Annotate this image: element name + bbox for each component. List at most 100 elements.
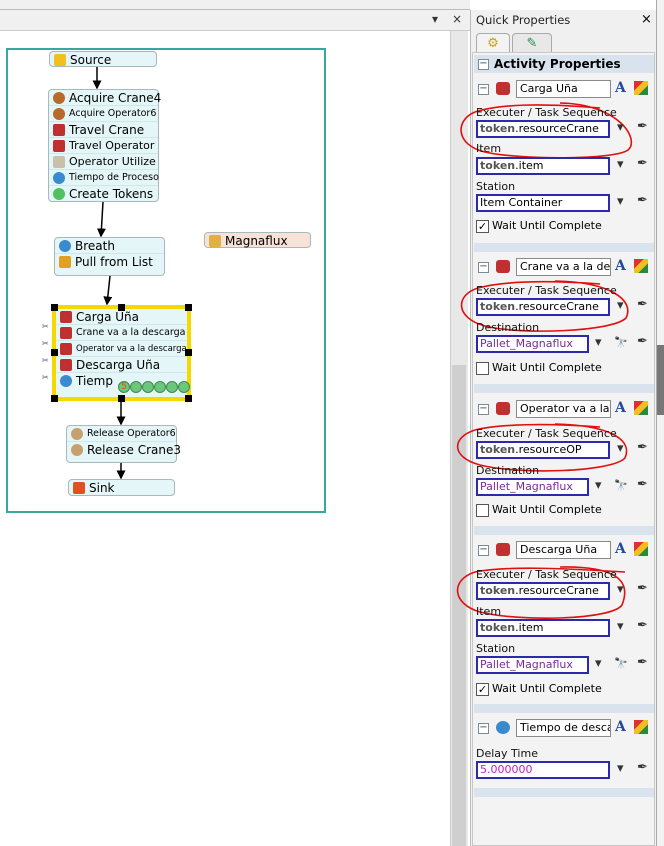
activity-breath[interactable]: Breath <box>55 238 164 254</box>
activity-operator-utilize[interactable]: Operator Utilize <box>49 154 158 170</box>
activity-operator-descarga[interactable]: Operator va a la descarga <box>56 341 187 357</box>
activity-release-operator[interactable]: Release Operator6 <box>67 426 176 442</box>
wait-checkbox[interactable]: ✓ <box>476 220 489 233</box>
font-icon[interactable]: A <box>615 258 626 274</box>
collapse-icon[interactable]: − <box>478 83 489 95</box>
wait-checkbox[interactable]: ✓ <box>476 683 489 696</box>
dropdown-arrow-icon[interactable]: ▾ <box>595 656 602 671</box>
font-icon[interactable]: A <box>615 541 626 557</box>
breath-block[interactable]: Breath Pull from List <box>54 237 165 276</box>
right-scrollbar[interactable] <box>656 0 664 846</box>
scissors-icon[interactable]: ✂ <box>42 339 49 348</box>
activity-descarga-una[interactable]: Descarga Uña <box>56 357 187 373</box>
activity-tiempo-descarga[interactable]: Tiemp <box>56 373 187 389</box>
dropdown-arrow-icon[interactable]: ▾ <box>595 335 602 350</box>
wait-checkbox[interactable] <box>476 504 489 517</box>
field-input[interactable]: token.resourceOP <box>476 441 610 459</box>
eyedropper-icon[interactable]: ✒ <box>637 618 648 633</box>
travel-icon <box>60 326 72 339</box>
activity-acquire-operator[interactable]: Acquire Operator6 <box>49 106 158 122</box>
dropdown-arrow-icon[interactable]: ▾ <box>617 761 624 776</box>
canvas-scrollbar-thumb[interactable] <box>452 365 466 846</box>
field-input[interactable]: token.resourceCrane <box>476 582 610 600</box>
activity-name-field[interactable]: Carga Uña <box>516 80 611 98</box>
eyedropper-icon[interactable]: ✒ <box>637 156 648 171</box>
font-icon[interactable]: A <box>615 400 626 416</box>
eyedropper-icon[interactable]: ✒ <box>637 655 648 670</box>
tab-properties[interactable]: ⚙ <box>476 33 510 53</box>
eyedropper-icon[interactable]: ✒ <box>637 760 648 775</box>
eyedropper-icon[interactable]: ✒ <box>637 334 648 349</box>
font-icon[interactable]: A <box>615 80 626 96</box>
field-input[interactable]: token.item <box>476 157 610 175</box>
travel-icon <box>53 123 65 136</box>
dropdown-arrow-icon[interactable]: ▾ <box>617 619 624 634</box>
activity-release-crane[interactable]: Release Crane3 <box>67 442 181 458</box>
dropdown-arrow-icon[interactable]: ▾ <box>617 157 624 172</box>
collapse-icon[interactable]: − <box>478 544 489 556</box>
scissors-icon[interactable]: ✂ <box>42 373 49 382</box>
dropdown-arrow-icon[interactable]: ▾ <box>617 194 624 209</box>
collapse-icon[interactable]: − <box>478 58 489 70</box>
chart-icon[interactable] <box>634 401 648 415</box>
activity-create-tokens[interactable]: Create Tokens <box>49 186 158 202</box>
field-input[interactable]: Pallet_Magnaflux <box>476 478 589 496</box>
activity-properties-header[interactable]: Activity Properties <box>474 55 654 73</box>
acquire-block[interactable]: Acquire Crane4 Acquire Operator6 Travel … <box>48 89 161 202</box>
activity-travel-operator[interactable]: Travel Operator <box>49 138 158 154</box>
activity-crane-descarga[interactable]: Crane va a la descarga <box>56 325 187 341</box>
magnaflux-node[interactable]: Magnaflux <box>204 232 311 248</box>
activity-tiempo-proceso[interactable]: Tiempo de Proceso <box>49 170 159 186</box>
eyedropper-icon[interactable]: ✒ <box>637 193 648 208</box>
release-block[interactable]: Release Operator6 Release Crane3 <box>66 425 181 463</box>
binoculars-icon[interactable]: 🔭 <box>614 657 628 670</box>
sink-node[interactable]: Sink <box>68 479 175 496</box>
field-value: Pallet_Magnaflux <box>480 658 573 671</box>
field-input[interactable]: token.item <box>476 619 610 637</box>
field-input[interactable]: token.resourceCrane <box>476 120 610 138</box>
wait-checkbox[interactable] <box>476 362 489 375</box>
tab-edit[interactable]: ✎ <box>512 33 552 53</box>
activity-name-field[interactable]: Operator va a la d <box>516 400 611 418</box>
dropdown-arrow-icon[interactable]: ▾ <box>595 478 602 493</box>
eyedropper-icon[interactable]: ✒ <box>637 440 648 455</box>
binoculars-icon[interactable]: 🔭 <box>614 479 628 492</box>
dropdown-arrow-icon[interactable]: ▾ <box>617 120 624 135</box>
activity-pull-from-list[interactable]: Pull from List <box>55 254 164 270</box>
source-node[interactable]: Source <box>49 51 157 67</box>
collapse-icon[interactable]: − <box>478 403 489 415</box>
collapse-icon[interactable]: − <box>478 261 489 273</box>
activity-travel-crane[interactable]: Travel Crane <box>49 122 158 138</box>
scissors-icon[interactable]: ✂ <box>42 356 49 365</box>
binoculars-icon[interactable]: 🔭 <box>614 336 628 349</box>
eyedropper-icon[interactable]: ✒ <box>637 119 648 134</box>
field-input[interactable]: Pallet_Magnaflux <box>476 656 589 674</box>
chart-icon[interactable] <box>634 720 648 734</box>
chart-icon[interactable] <box>634 542 648 556</box>
eyedropper-icon[interactable]: ✒ <box>637 581 648 596</box>
dropdown-arrow-icon[interactable]: ▾ <box>617 298 624 313</box>
dropdown-icon[interactable]: ▾ <box>432 12 439 26</box>
activity-name-field[interactable]: Descarga Uña <box>516 541 611 559</box>
activity-name-field[interactable]: Crane va a la desc <box>516 258 611 276</box>
activity-name-field[interactable]: Tiempo de descarg <box>516 719 611 737</box>
field-input[interactable]: Item Container <box>476 194 610 212</box>
chart-icon[interactable] <box>634 259 648 273</box>
eyedropper-icon[interactable]: ✒ <box>637 297 648 312</box>
dropdown-arrow-icon[interactable]: ▾ <box>617 441 624 456</box>
close-icon[interactable]: × <box>452 12 463 26</box>
field-input[interactable]: 5.000000 <box>476 761 610 779</box>
scissors-icon[interactable]: ✂ <box>42 322 49 331</box>
activity-carga-una[interactable]: Carga Uña <box>56 309 187 325</box>
chart-icon[interactable] <box>634 81 648 95</box>
timer-icon <box>53 171 65 184</box>
field-input[interactable]: Pallet_Magnaflux <box>476 335 589 353</box>
close-icon[interactable]: × <box>641 12 652 27</box>
field-input[interactable]: token.resourceCrane <box>476 298 610 316</box>
eyedropper-icon[interactable]: ✒ <box>637 477 648 492</box>
font-icon[interactable]: A <box>615 719 626 735</box>
activity-acquire-crane[interactable]: Acquire Crane4 <box>49 90 161 106</box>
right-scrollbar-thumb[interactable] <box>657 345 664 415</box>
collapse-icon[interactable]: − <box>478 722 489 734</box>
dropdown-arrow-icon[interactable]: ▾ <box>617 582 624 597</box>
